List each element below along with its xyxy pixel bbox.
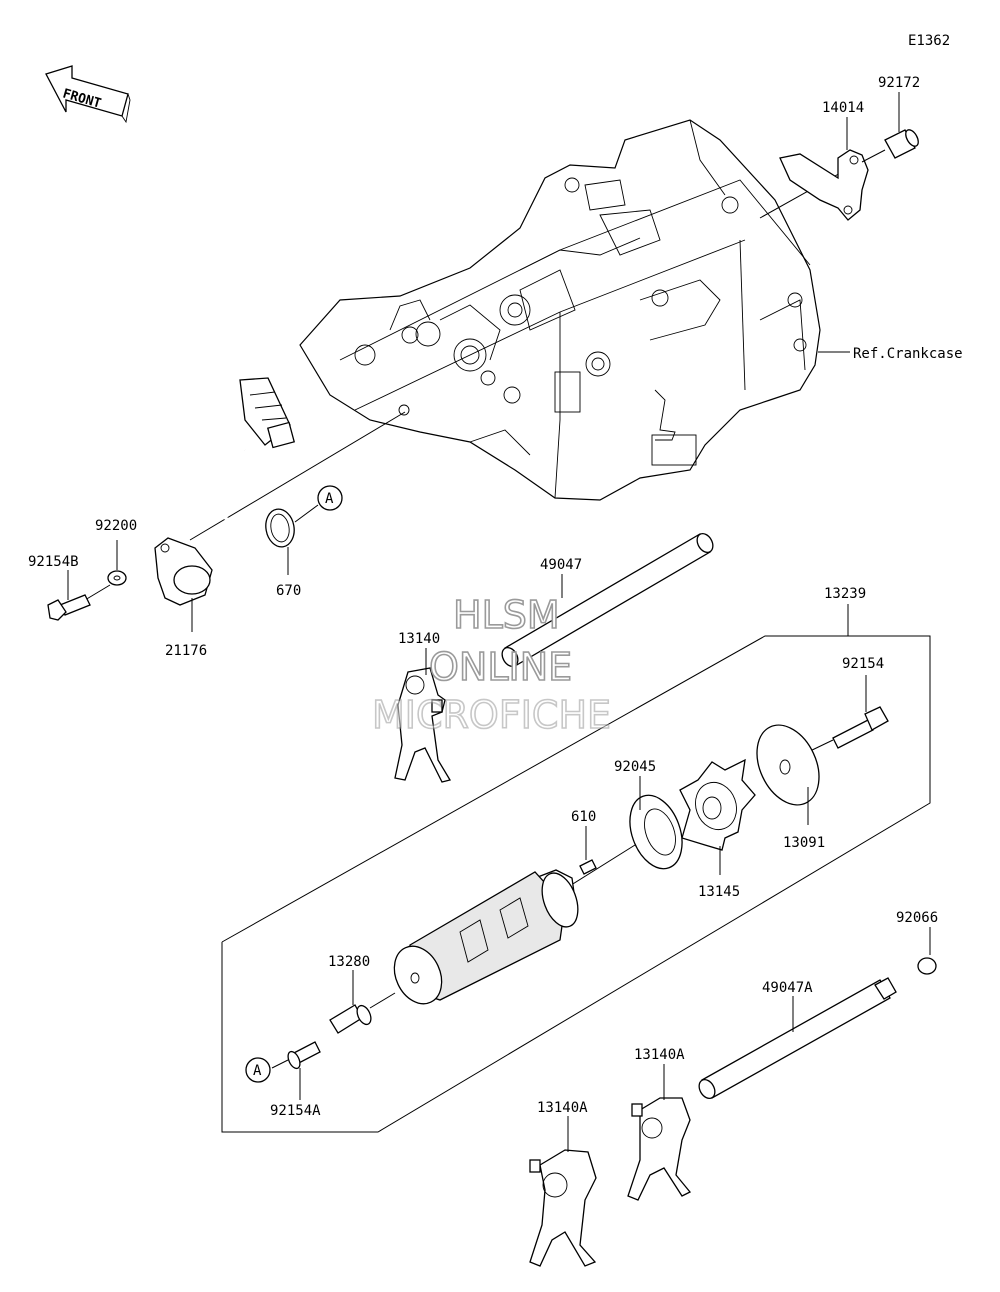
fork-13140 — [394, 667, 452, 783]
oring-670 — [265, 504, 319, 548]
label-49047[interactable]: 49047 — [540, 557, 582, 573]
svg-text:A: A — [325, 491, 334, 507]
shaft-49047 — [501, 533, 714, 667]
fork-13140A-left — [529, 1149, 597, 1267]
crankcase-drawing — [299, 119, 821, 501]
label-14014[interactable]: 14014 — [822, 100, 864, 116]
label-610[interactable]: 610 — [571, 809, 596, 825]
label-13145[interactable]: 13145 — [698, 884, 740, 900]
shift-drum — [393, 869, 579, 1005]
cam-13145 — [679, 758, 756, 851]
bolt-92154A — [271, 1041, 321, 1070]
pin-610 — [579, 859, 597, 875]
leader-lines — [67, 92, 931, 1152]
bolt-92154 — [807, 706, 889, 753]
label-49047A[interactable]: 49047A — [762, 980, 813, 996]
watermark-line-1: HLSM — [453, 593, 560, 637]
fork-13140A-right — [627, 1097, 692, 1201]
label-ref-crankcase: Ref.Crankcase — [853, 346, 963, 362]
plate-13091 — [756, 724, 820, 806]
cap-92066 — [917, 957, 937, 975]
label-13239[interactable]: 13239 — [824, 586, 866, 602]
label-92154A[interactable]: 92154A — [270, 1103, 321, 1119]
bracket-14014 — [779, 149, 869, 221]
label-92154B[interactable]: 92154B — [28, 554, 79, 570]
label-92045[interactable]: 92045 — [614, 759, 656, 775]
pin-13280 — [329, 992, 396, 1034]
bolt-92154B — [47, 584, 111, 621]
axis-line-sensor — [189, 411, 406, 541]
svg-text:A: A — [253, 1063, 262, 1079]
watermark-line-3: MICROFICHE — [372, 693, 611, 737]
assembly-boundary-13239 — [221, 635, 931, 1133]
label-670[interactable]: 670 — [276, 583, 301, 599]
label-92154[interactable]: 92154 — [842, 656, 884, 672]
bearing-92045 — [629, 794, 683, 870]
screw-92172 — [861, 129, 919, 163]
label-13140A-left[interactable]: 13140A — [537, 1100, 588, 1116]
sensor-21176 — [154, 340, 296, 606]
callout-a-bottom: A — [245, 1057, 271, 1083]
label-21176[interactable]: 21176 — [165, 643, 207, 659]
label-92066[interactable]: 92066 — [896, 910, 938, 926]
label-13280[interactable]: 13280 — [328, 954, 370, 970]
label-92200[interactable]: 92200 — [95, 518, 137, 534]
label-13091[interactable]: 13091 — [783, 835, 825, 851]
label-13140[interactable]: 13140 — [398, 631, 440, 647]
shaft-49047A — [698, 977, 897, 1099]
label-92172[interactable]: 92172 — [878, 75, 920, 91]
washer-92200 — [107, 570, 127, 586]
callout-a-top: A — [317, 485, 343, 511]
watermark: HLSM ONLINE MICROFICHE — [371, 592, 612, 738]
watermark-line-2: ONLINE — [429, 645, 572, 689]
label-13140A-right[interactable]: 13140A — [634, 1047, 685, 1063]
diagram-code: E1362 — [908, 33, 950, 49]
front-arrow-icon: FRONT — [45, 65, 131, 124]
